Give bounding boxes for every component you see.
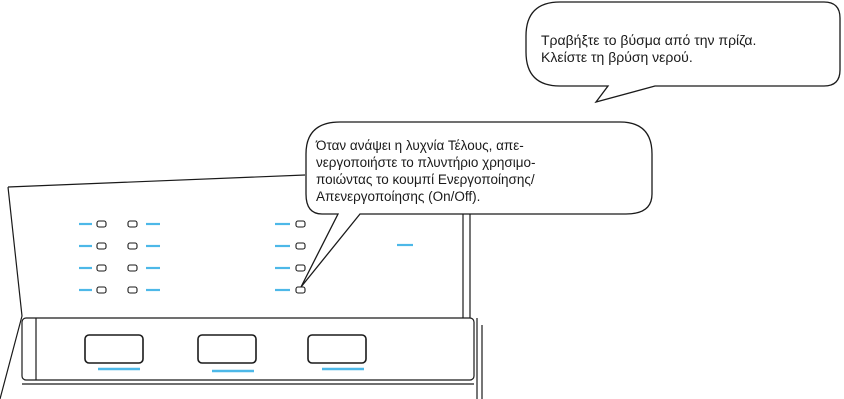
indicator-lamp [295, 264, 306, 272]
right-button[interactable] [307, 334, 367, 371]
indicator-lamp [127, 220, 138, 228]
indicator-lamp [127, 264, 138, 272]
callout-middle-bubble [300, 121, 653, 288]
indicator-lamp [295, 242, 306, 250]
callout-middle-line-4: Απενεργοποίησης (On/Off). [316, 189, 480, 204]
callout-middle-line-3: ποιώντας το κουμπί Ενεργοποίησης/ [316, 172, 535, 187]
middle-button[interactable] [197, 334, 257, 373]
button-strip [21, 317, 483, 399]
indicator-lamp [96, 286, 107, 294]
left-button[interactable] [84, 334, 144, 371]
indicator-grid [79, 220, 306, 294]
callout-top: Τραβήξτε το βύσμα από την πρίζα. Κλείστε… [525, 1, 841, 104]
panel-outline [0, 174, 306, 399]
end-indicator [295, 286, 306, 294]
callout-middle: Όταν ανάψει η λυχνία Τέλους, απε- νεργοπ… [300, 121, 653, 288]
callout-middle-line-1: Όταν ανάψει η λυχνία Τέλους, απε- [315, 138, 524, 153]
indicator-lamp [127, 286, 138, 294]
indicator-lamp [127, 242, 138, 250]
callout-top-line-1: Τραβήξτε το βύσμα από την πρίζα. [541, 32, 756, 48]
indicator-lamp [96, 264, 107, 272]
indicator-lamp [295, 220, 306, 228]
callout-middle-line-2: νεργοποιήστε το πλυντήριο χρησιμο- [316, 155, 536, 170]
indicator-lamp [96, 242, 107, 250]
callout-top-bubble [525, 1, 841, 104]
button-strip-frame [21, 317, 475, 381]
panel-buttons [84, 334, 367, 373]
indicator-lamp [96, 220, 107, 228]
callout-top-line-2: Κλείστε τη βρύση νερού. [541, 49, 693, 65]
